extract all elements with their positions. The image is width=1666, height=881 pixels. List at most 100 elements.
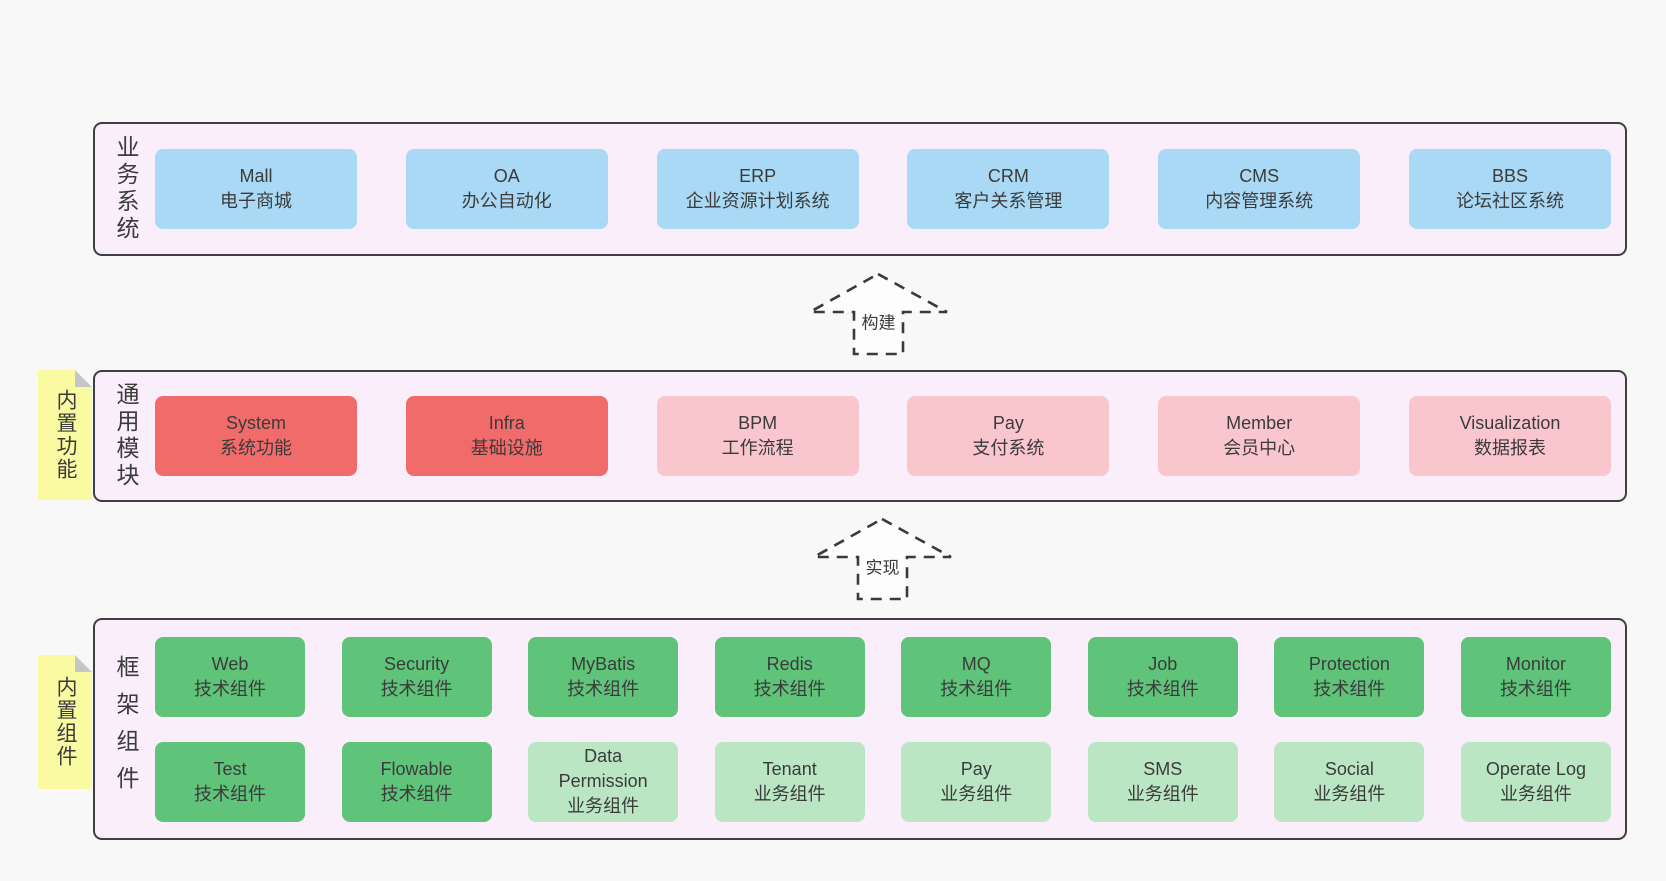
panel-common-modules: 通用模块 System 系统功能 Infra 基础设施 BPM 工作流程 Pay 支付系统 Me…: [93, 370, 1627, 502]
box-title: Pay: [992, 413, 1024, 433]
box-title: Job: [1148, 653, 1178, 674]
box-title: MQ: [961, 653, 991, 674]
box-subtitle: 办公自动化: [461, 191, 552, 211]
module-box-pay: Pay 业务组件: [901, 741, 1052, 822]
box-subtitle: 企业资源计划系统: [685, 191, 830, 211]
box-title: Tenant: [762, 758, 817, 779]
implement-arrow-icon: 实现: [809, 517, 952, 601]
box-subtitle: 技术组件: [380, 783, 453, 804]
module-box-bpm: BPM 工作流程: [656, 396, 859, 476]
box-title: Flowable: [380, 758, 453, 779]
box-title: MyBatis: [571, 653, 636, 674]
build-arrow-label: 构建: [862, 314, 896, 333]
box-subtitle: 技术组件: [380, 678, 453, 699]
box-subtitle: 支付系统: [972, 438, 1045, 458]
module-box-erp: ERP 企业资源计划系统: [656, 149, 859, 229]
module-box-mall: Mall 电子商城: [155, 149, 357, 229]
box-title: ERP: [739, 166, 777, 186]
implement-arrow-label: 实现: [866, 559, 900, 578]
box-title: Mall: [239, 166, 273, 186]
box-subtitle: 数据报表: [1473, 438, 1546, 458]
module-box-monitor: Monitor 技术组件: [1460, 636, 1611, 717]
box-title: OA: [493, 166, 520, 186]
note-folded-corner-icon: [75, 655, 92, 672]
box-title: Test: [213, 758, 247, 779]
box-title: Protection: [1308, 653, 1390, 674]
module-box-bbs: BBS 论坛社区系统: [1408, 149, 1611, 229]
box-subtitle: 业务组件: [1126, 783, 1199, 804]
box-title: SMS: [1143, 758, 1183, 779]
module-box-data-permission: Data Permission 业务组件: [528, 741, 679, 822]
module-box-mybatis: MyBatis 技术组件: [528, 636, 679, 717]
module-box-cms: CMS 内容管理系统: [1158, 149, 1361, 229]
panel-label-framework-components: 框架组件: [113, 655, 139, 803]
build-arrow-icon: 构建: [805, 272, 948, 356]
box-title: Visualization: [1459, 413, 1561, 433]
box-subtitle: 内容管理系统: [1205, 191, 1314, 211]
box-title: Monitor: [1505, 653, 1566, 674]
module-box-flowable: Flowable 技术组件: [341, 741, 492, 822]
panel-label-business-systems: 业务系统: [113, 135, 139, 243]
module-box-pay: Pay 支付系统: [907, 396, 1110, 476]
module-box-infra: Infra 基础设施: [405, 396, 608, 476]
module-box-test: Test 技术组件: [155, 741, 305, 822]
module-box-mq: MQ 技术组件: [901, 636, 1052, 717]
module-box-oa: OA 办公自动化: [405, 149, 608, 229]
box-subtitle: 电子商城: [220, 191, 292, 211]
box-title: Social: [1324, 758, 1374, 779]
box-subtitle: 技术组件: [194, 783, 266, 804]
module-box-tenant: Tenant 业务组件: [714, 741, 865, 822]
module-box-redis: Redis 技术组件: [714, 636, 865, 717]
box-title: Pay: [960, 758, 992, 779]
box-subtitle: 技术组件: [1126, 678, 1199, 699]
box-subtitle: 技术组件: [567, 678, 640, 699]
box-title: Data Permission: [558, 746, 648, 791]
module-box-sms: SMS 业务组件: [1087, 741, 1238, 822]
box-title: BBS: [1491, 166, 1528, 186]
box-title: Redis: [766, 653, 813, 674]
box-subtitle: 技术组件: [940, 678, 1013, 699]
box-title: Operate Log: [1485, 758, 1586, 779]
box-subtitle: 技术组件: [194, 678, 266, 699]
box-subtitle: 技术组件: [1499, 678, 1572, 699]
box-subtitle: 技术组件: [753, 678, 826, 699]
module-box-web: Web 技术组件: [155, 636, 305, 717]
box-subtitle: 系统功能: [220, 438, 292, 458]
box-subtitle: 会员中心: [1223, 438, 1296, 458]
module-box-visualization: Visualization 数据报表: [1408, 396, 1611, 476]
panel-label-common-modules: 通用模块: [113, 382, 139, 490]
sticky-note-builtin-features: 内置功能: [38, 370, 92, 500]
box-title: Member: [1226, 413, 1293, 433]
box-title: Security: [384, 653, 450, 674]
box-subtitle: 基础设施: [470, 438, 543, 458]
box-title: CRM: [987, 166, 1029, 186]
box-title: System: [225, 413, 286, 433]
box-subtitle: 工作流程: [721, 438, 794, 458]
note-label-builtin-features: 内置功能: [54, 389, 77, 481]
box-subtitle: 论坛社区系统: [1455, 191, 1564, 211]
module-box-job: Job 技术组件: [1087, 636, 1238, 717]
box-subtitle: 业务组件: [1499, 783, 1572, 804]
box-title: Infra: [488, 413, 525, 433]
note-label-builtin-components: 内置组件: [54, 676, 77, 768]
box-subtitle: 业务组件: [940, 783, 1013, 804]
box-subtitle: 业务组件: [567, 796, 640, 816]
module-box-operate-log: Operate Log 业务组件: [1460, 741, 1611, 822]
module-box-member: Member 会员中心: [1158, 396, 1361, 476]
box-subtitle: 业务组件: [753, 783, 826, 804]
box-title: Web: [211, 653, 249, 674]
modules-box-row: System 系统功能 Infra 基础设施 BPM 工作流程 Pay 支付系统 Member 会…: [155, 396, 1611, 476]
box-title: BPM: [738, 413, 778, 433]
module-box-system: System 系统功能: [155, 396, 357, 476]
box-title: CMS: [1239, 166, 1280, 186]
